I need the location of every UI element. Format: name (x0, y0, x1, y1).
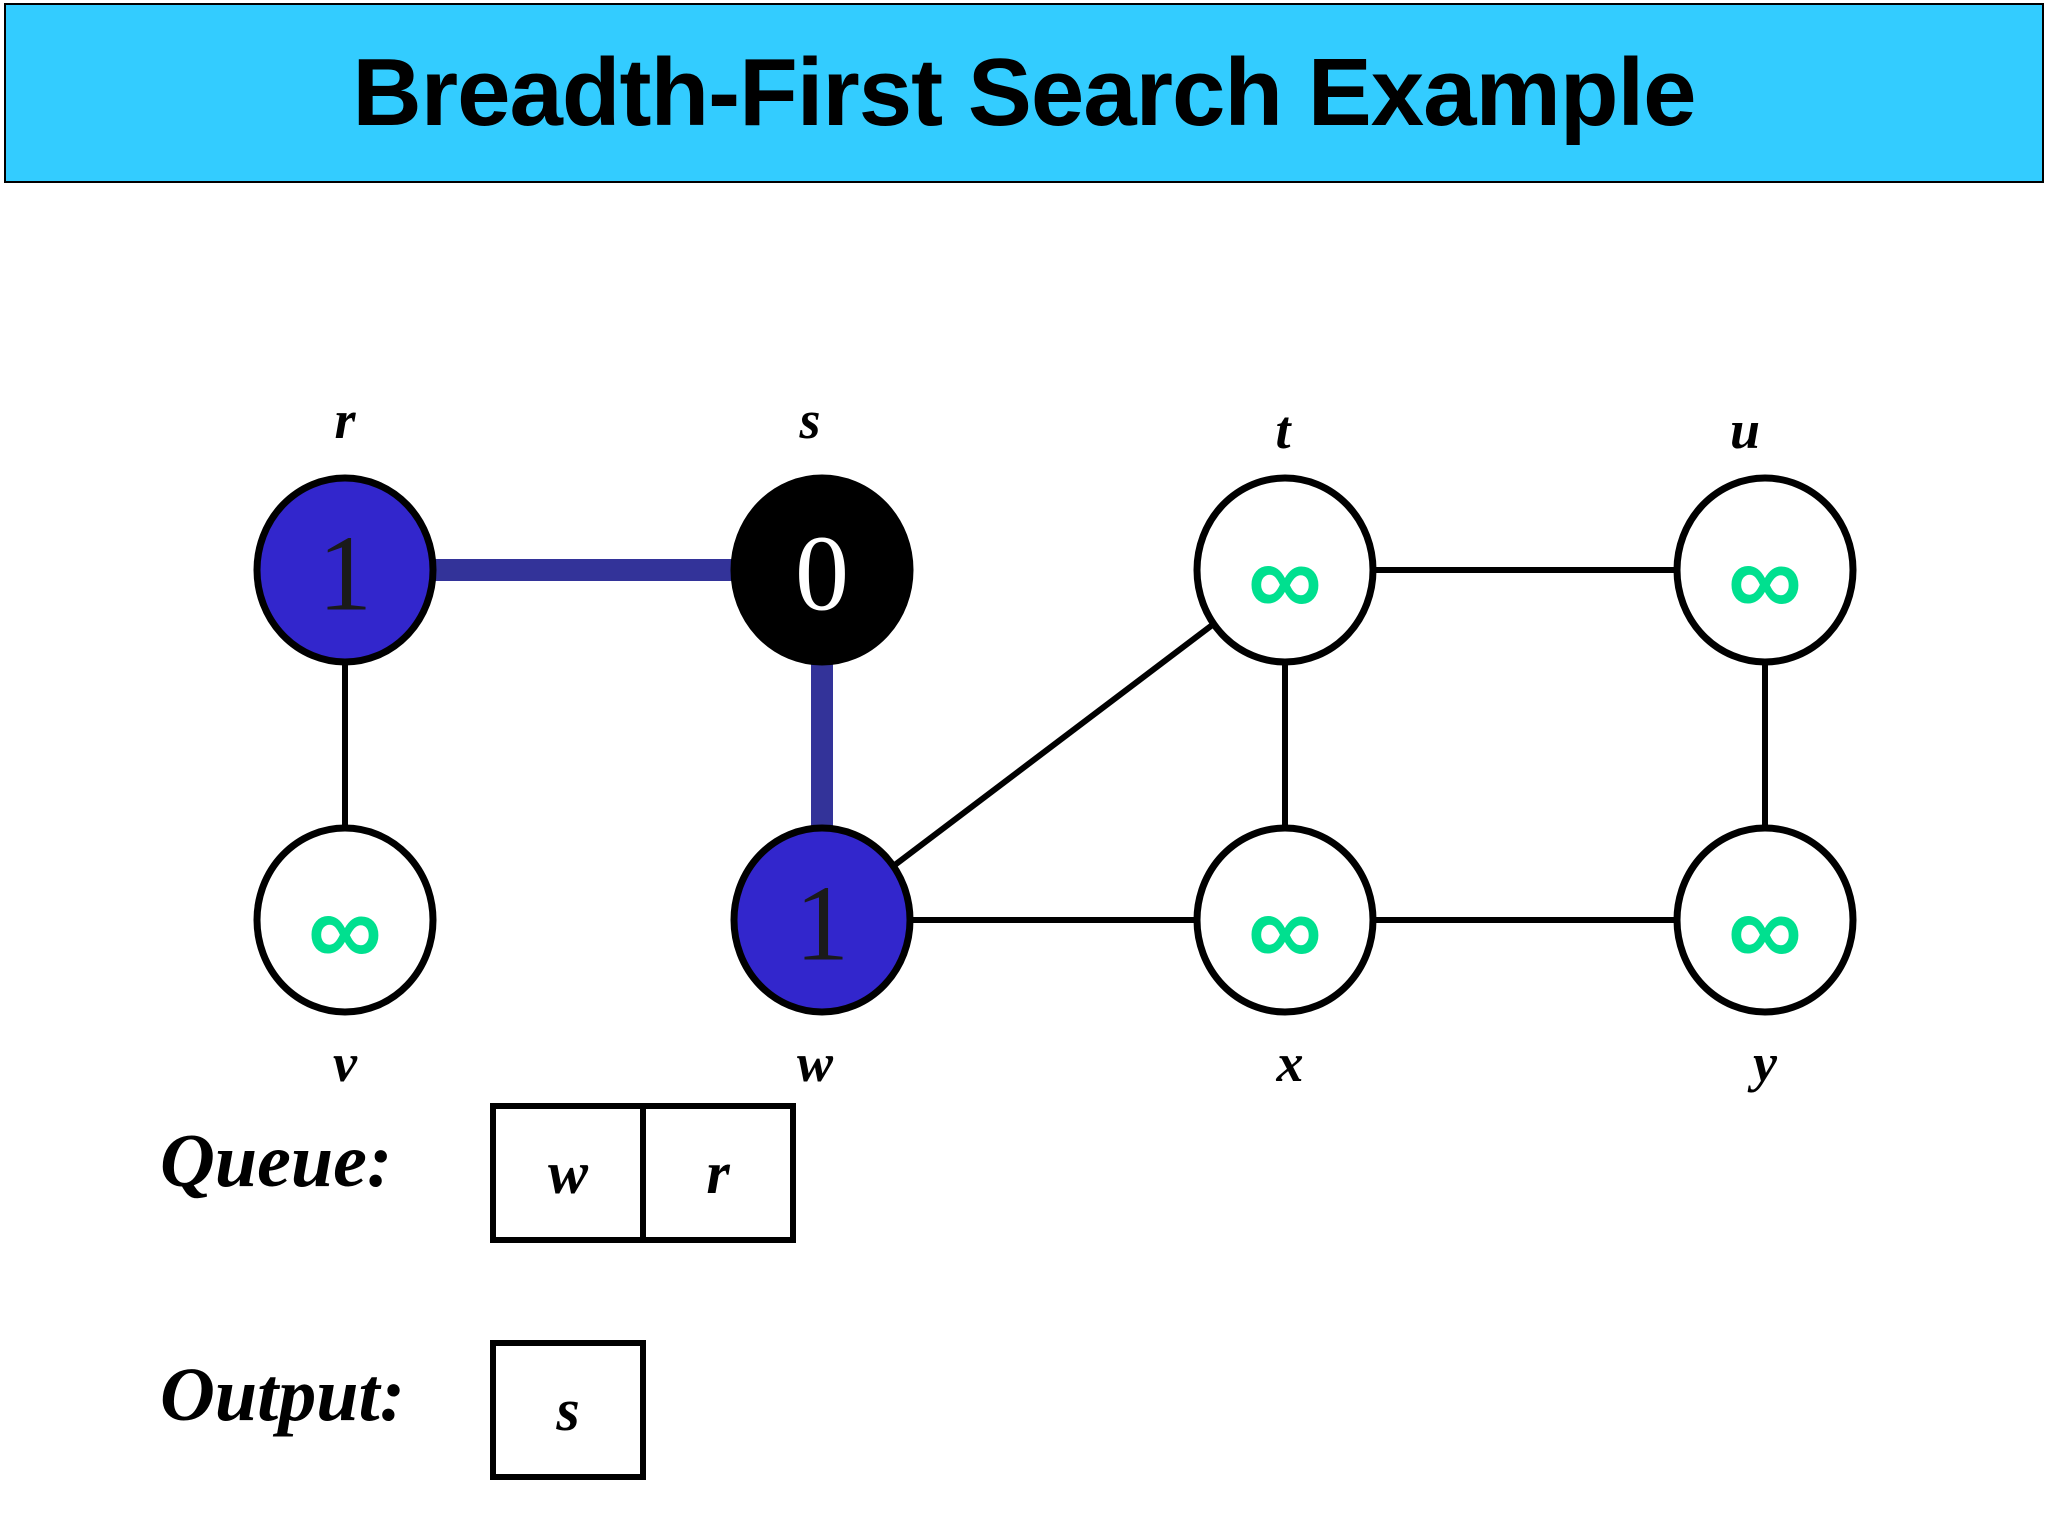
output-cell[interactable]: s (490, 1340, 646, 1480)
node-x-circle[interactable] (1193, 824, 1377, 1016)
edge-w-t (820, 567, 1287, 923)
queue-cells: w r (490, 1103, 796, 1243)
output-cells: s (490, 1340, 646, 1480)
node-t-circle[interactable] (1193, 474, 1377, 666)
node-r-label: r (334, 390, 356, 450)
node-v-circle[interactable] (253, 824, 437, 1016)
graph-node-r[interactable]: 1 r (253, 390, 437, 666)
node-w-value: 1 (795, 865, 849, 984)
queue-cell[interactable]: w (490, 1103, 646, 1243)
node-w-circle[interactable] (730, 824, 914, 1016)
node-x-value: ∞ (1248, 872, 1322, 988)
node-u-value: ∞ (1728, 522, 1802, 638)
page-title: Breadth-First Search Example (352, 39, 1696, 146)
graph-node-t[interactable]: ∞ t (1193, 400, 1377, 666)
queue-cell[interactable]: r (640, 1103, 796, 1243)
node-s-label: s (798, 390, 820, 450)
node-y-label: y (1747, 1033, 1778, 1093)
node-u-circle[interactable] (1673, 474, 1857, 666)
node-v-label: v (333, 1033, 358, 1093)
graph-node-y[interactable]: ∞ y (1673, 824, 1857, 1093)
graph-edges (342, 559, 1768, 923)
graph-node-x[interactable]: ∞ x (1193, 824, 1377, 1093)
graph-node-w[interactable]: 1 w (730, 824, 914, 1093)
node-t-value: ∞ (1248, 522, 1322, 638)
node-t-label: t (1275, 400, 1292, 460)
node-y-circle[interactable] (1673, 824, 1857, 1016)
node-s-circle[interactable] (730, 474, 914, 666)
node-u-label: u (1730, 400, 1760, 460)
queue-label: Queue: (160, 1119, 393, 1203)
graph-node-s[interactable]: 0 s (730, 390, 914, 666)
node-w-label: w (797, 1033, 834, 1093)
node-x-label: x (1276, 1033, 1304, 1093)
node-s-value: 0 (795, 515, 849, 634)
node-r-value: 1 (318, 515, 372, 634)
node-r-circle[interactable] (253, 474, 437, 666)
graph-node-u[interactable]: ∞ u (1673, 400, 1857, 666)
graph-node-v[interactable]: ∞ v (253, 824, 437, 1093)
title-banner: Breadth-First Search Example (4, 3, 2044, 183)
node-y-value: ∞ (1728, 872, 1802, 988)
node-v-value: ∞ (308, 872, 382, 988)
output-label: Output: (160, 1353, 405, 1437)
